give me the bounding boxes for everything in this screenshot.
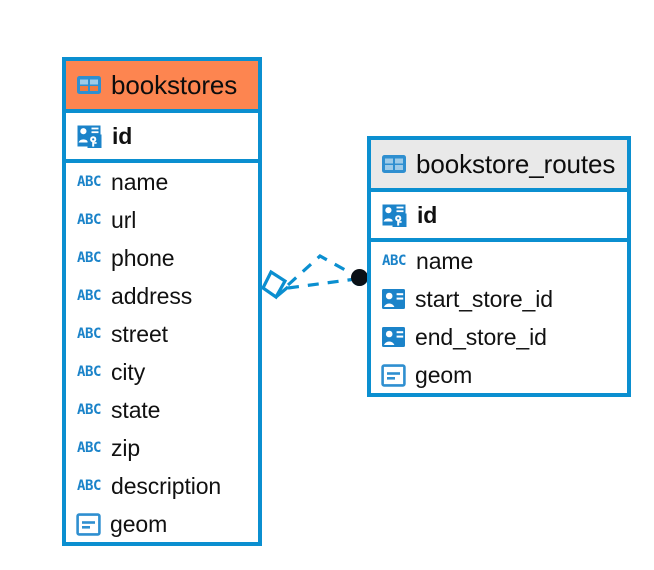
abc-text-icon: ABC [76, 364, 102, 380]
field-row-primary-key[interactable]: id [66, 113, 258, 159]
field-label: end_store_id [415, 323, 547, 350]
relationship-line-lower [287, 277, 357, 290]
field-row-phone[interactable]: ABC phone [66, 239, 258, 277]
header-divider [66, 109, 258, 113]
entity-title: bookstores [111, 70, 238, 100]
field-label: url [111, 206, 137, 233]
entity-title: bookstore_routes [416, 149, 616, 179]
field-row-zip[interactable]: ABC zip [66, 429, 258, 467]
field-row-end-store-id[interactable]: end_store_id [371, 318, 627, 356]
field-list-bookstores: ABC name ABC url ABC phone ABC address A… [66, 163, 258, 543]
field-label: start_store_id [415, 285, 553, 312]
field-label: street [111, 320, 168, 347]
abc-text-icon: ABC [76, 440, 102, 456]
abc-text-icon: ABC [76, 478, 102, 494]
field-row-start-store-id[interactable]: start_store_id [371, 280, 627, 318]
field-label: id [112, 122, 133, 149]
field-row-city[interactable]: ABC city [66, 353, 258, 391]
field-list-bookstore-routes: ABC name start_store_id [371, 242, 627, 394]
field-label: geom [110, 510, 168, 537]
entity-bookstore-routes[interactable]: bookstore_routes id [367, 136, 631, 397]
field-row-name[interactable]: ABC name [66, 163, 258, 201]
field-row-address[interactable]: ABC address [66, 277, 258, 315]
primary-key-divider [66, 159, 258, 163]
abc-text-icon: ABC [76, 288, 102, 304]
foreign-key-icon [381, 288, 406, 310]
abc-text-icon: ABC [381, 253, 407, 269]
filled-circle-marker [351, 269, 368, 287]
abc-text-icon: ABC [76, 250, 102, 266]
field-label: city [111, 358, 146, 385]
header-divider [371, 188, 627, 192]
abc-text-icon: ABC [76, 402, 102, 418]
diamond-marker [260, 269, 290, 300]
field-label: phone [111, 244, 175, 271]
field-row-primary-key[interactable]: id [371, 192, 627, 238]
field-label: zip [111, 434, 141, 461]
entity-header-bookstore-routes[interactable]: bookstore_routes [371, 140, 627, 188]
primary-key-divider [371, 238, 627, 242]
field-label: id [417, 201, 438, 228]
field-row-geom[interactable]: geom [371, 356, 627, 394]
abc-text-icon: ABC [76, 212, 102, 228]
abc-text-icon: ABC [76, 174, 102, 190]
primary-key-icon [76, 123, 103, 149]
field-row-geom[interactable]: geom [66, 505, 258, 543]
field-label: address [111, 282, 193, 309]
field-label: name [416, 247, 474, 274]
field-row-name[interactable]: ABC name [371, 242, 627, 280]
field-label: geom [415, 361, 473, 388]
field-row-url[interactable]: ABC url [66, 201, 258, 239]
entity-bookstores[interactable]: bookstores id [62, 57, 262, 546]
field-row-street[interactable]: ABC street [66, 315, 258, 353]
field-label: name [111, 168, 169, 195]
field-row-description[interactable]: ABC description [66, 467, 258, 505]
table-icon [381, 154, 407, 174]
geometry-icon [381, 363, 406, 387]
field-row-state[interactable]: ABC state [66, 391, 258, 429]
abc-text-icon: ABC [76, 326, 102, 342]
entity-header-bookstores[interactable]: bookstores [66, 61, 258, 109]
field-label: state [111, 396, 161, 423]
geometry-icon [76, 512, 101, 536]
primary-key-icon [381, 202, 408, 228]
relationship-line-upper [286, 254, 357, 287]
foreign-key-icon [381, 326, 406, 348]
field-label: description [111, 472, 222, 499]
table-icon [76, 75, 102, 95]
